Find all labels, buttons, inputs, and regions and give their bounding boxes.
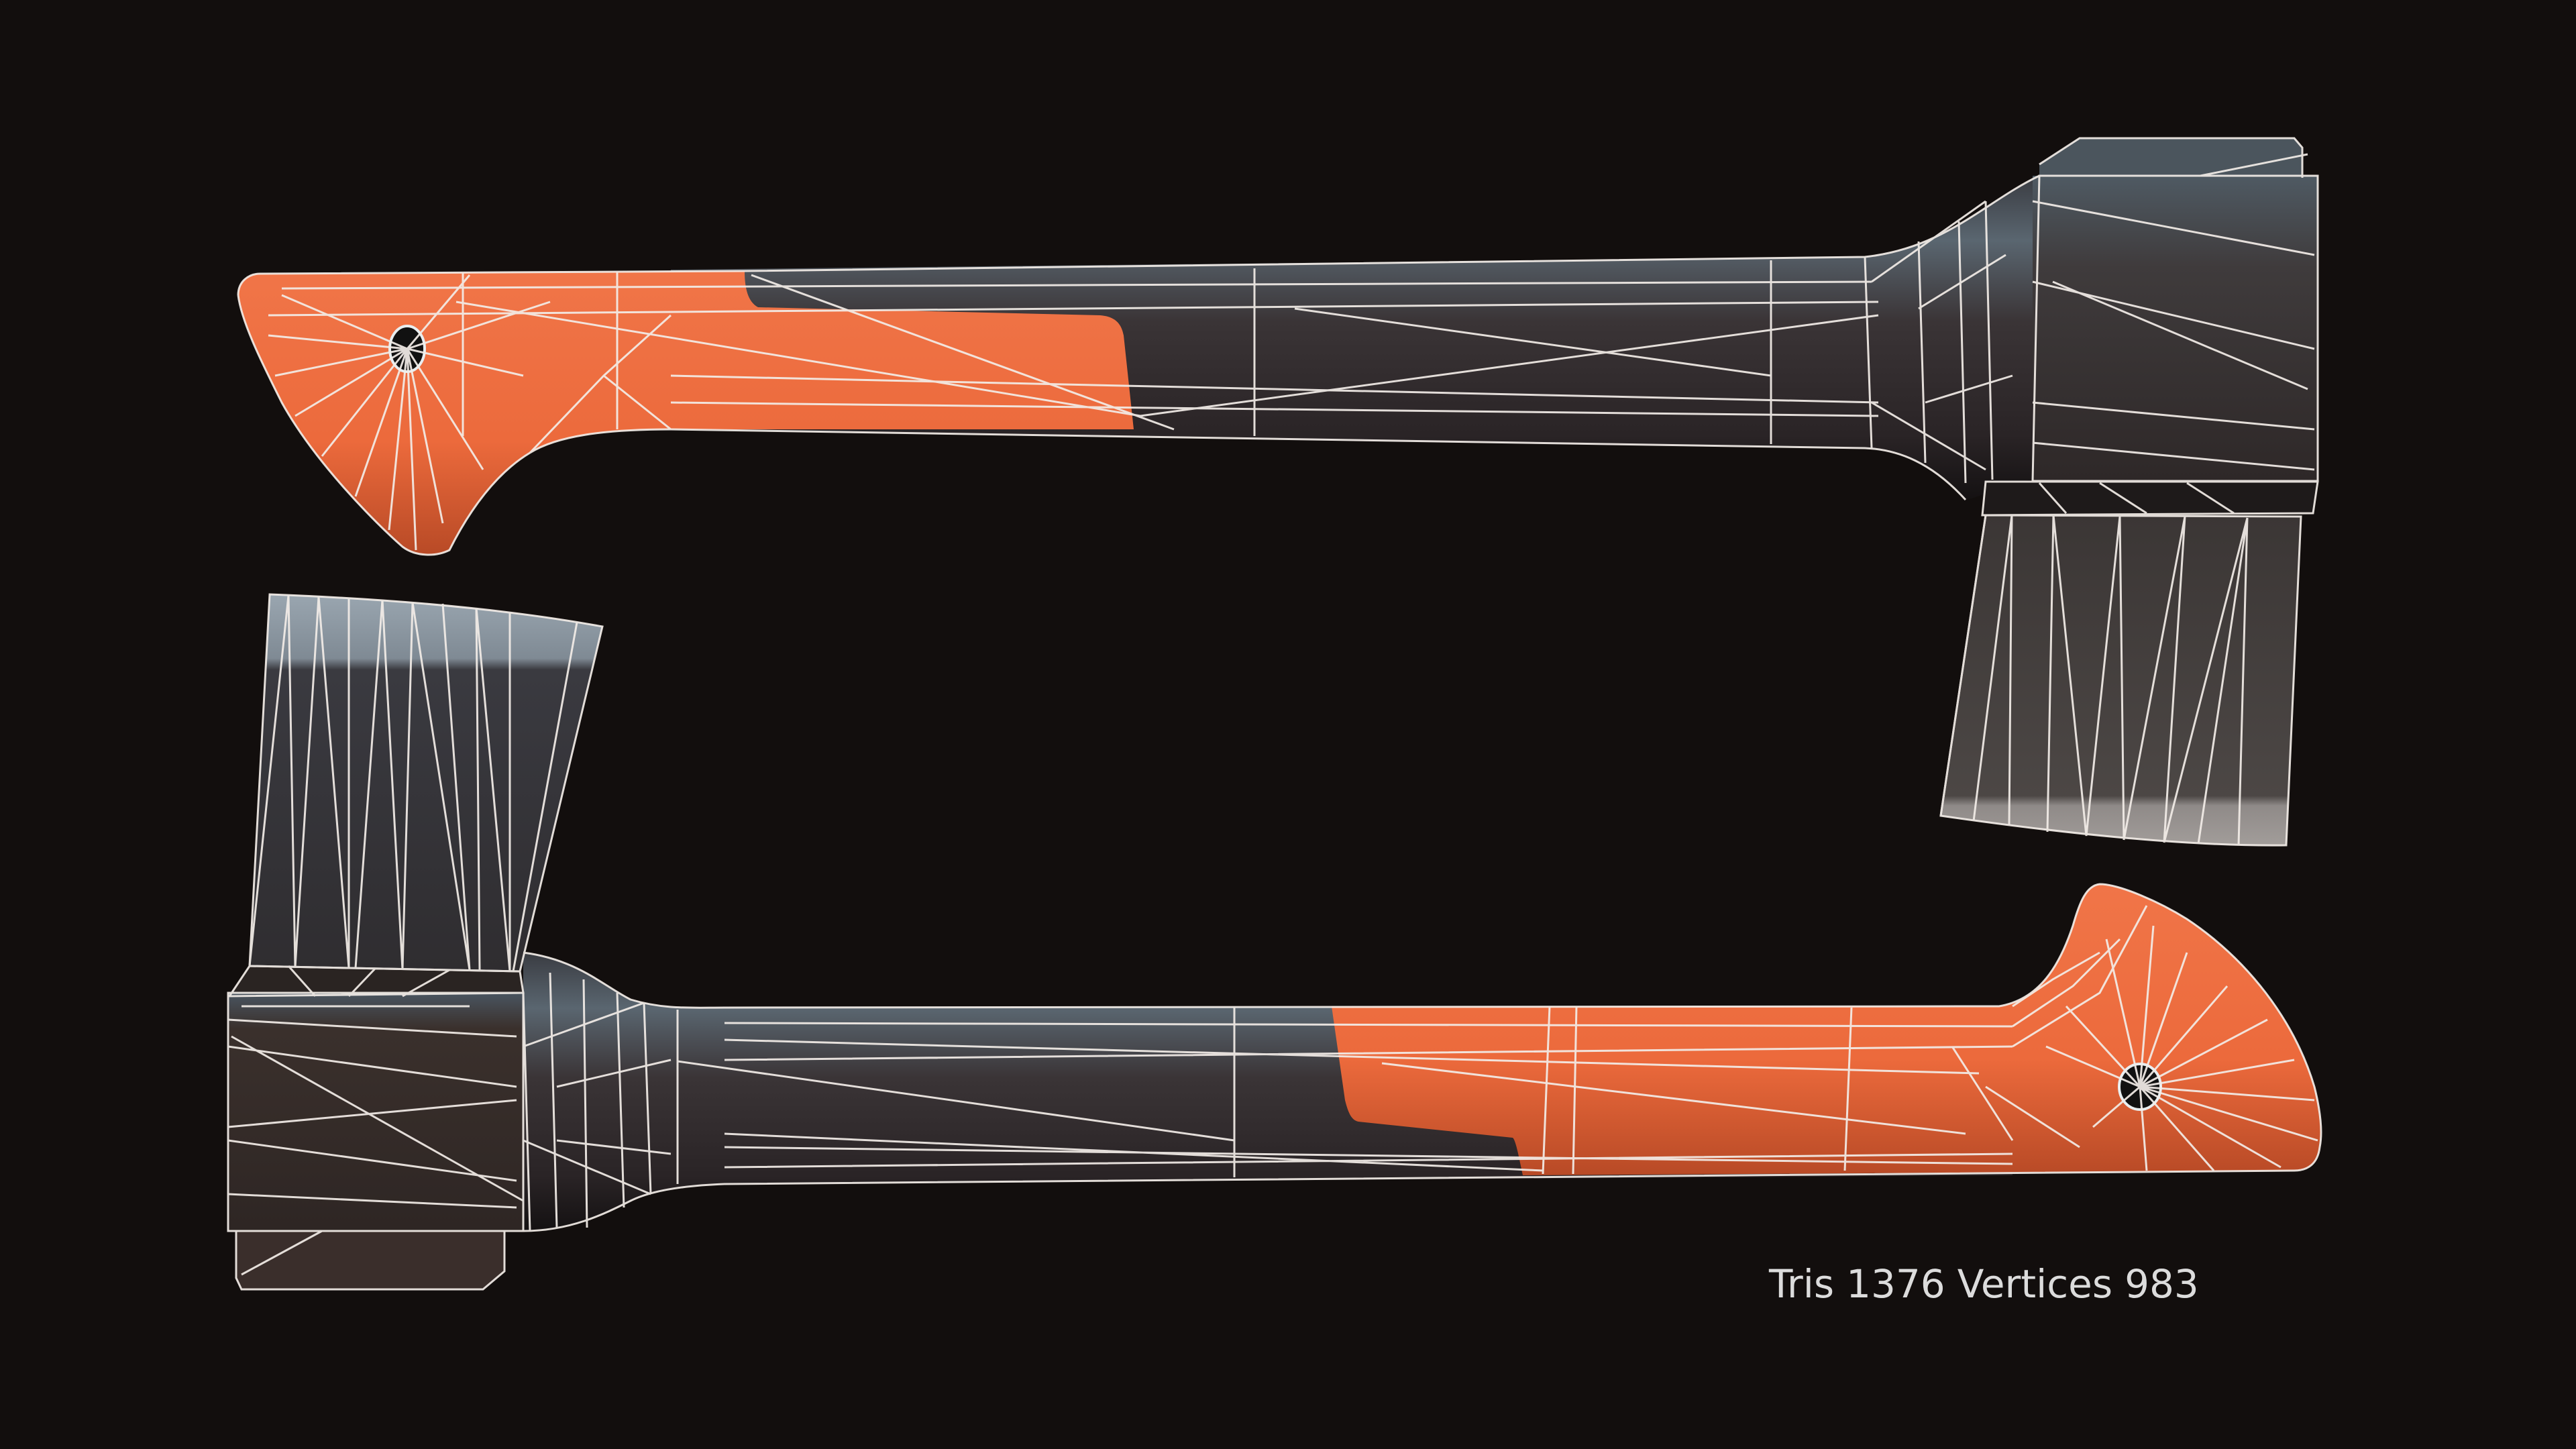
top-wireframe xyxy=(237,137,2319,847)
top-head-neck xyxy=(1982,482,2318,515)
bottom-head xyxy=(228,993,523,1231)
bottom-head-cap xyxy=(236,1231,504,1289)
bottom-hatchet xyxy=(227,593,2322,1291)
tris-label: Tris xyxy=(1769,1261,1835,1307)
bottom-blade xyxy=(250,594,602,971)
bottom-orange-grip xyxy=(1332,884,2321,1175)
top-head-cap xyxy=(2039,138,2302,180)
vertices-value: 983 xyxy=(2125,1261,2199,1307)
top-head xyxy=(2033,176,2318,481)
top-hatchet xyxy=(237,137,2319,847)
bottom-head-neck xyxy=(229,966,523,996)
bottom-wireframe xyxy=(227,593,2322,1291)
tris-value: 1376 xyxy=(1846,1261,1945,1307)
vertices-label: Vertices xyxy=(1957,1261,2113,1307)
